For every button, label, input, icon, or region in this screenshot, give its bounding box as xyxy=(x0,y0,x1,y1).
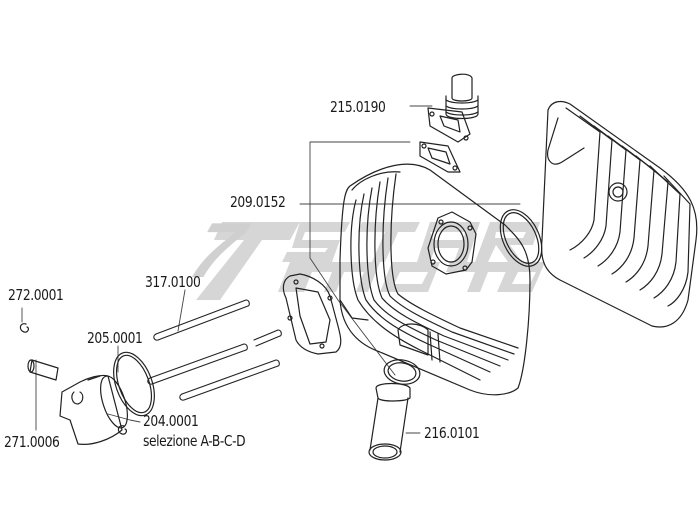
intake-manifold-bottom xyxy=(368,359,421,461)
part-label-204-0001: 204.0001 xyxy=(143,412,199,430)
piston-pin xyxy=(27,359,59,381)
leader-lines xyxy=(21,105,521,434)
intake-gasket xyxy=(419,141,461,173)
piston-selection-note: selezione A-B-C-D xyxy=(143,432,246,450)
circlip-top xyxy=(19,323,30,333)
circlip-bottom xyxy=(117,425,128,435)
part-label-272-0001: 272.0001 xyxy=(8,286,64,304)
intake-manifold-top xyxy=(427,73,479,143)
part-label-216-0101: 216.0101 xyxy=(424,424,480,442)
part-label-215-0190: 215.0190 xyxy=(330,98,386,116)
part-label-205-0001: 205.0001 xyxy=(87,329,143,347)
piston xyxy=(59,374,128,445)
cylinder xyxy=(339,163,531,396)
part-label-271-0006: 271.0006 xyxy=(4,433,60,451)
studs xyxy=(147,299,282,401)
part-label-209-0152: 209.0152 xyxy=(230,193,286,211)
head-oring xyxy=(499,209,543,267)
cylinder-head xyxy=(540,100,698,328)
piston-ring xyxy=(113,351,155,417)
part-label-317-0100: 317.0100 xyxy=(145,273,201,291)
base-gasket xyxy=(282,273,342,355)
